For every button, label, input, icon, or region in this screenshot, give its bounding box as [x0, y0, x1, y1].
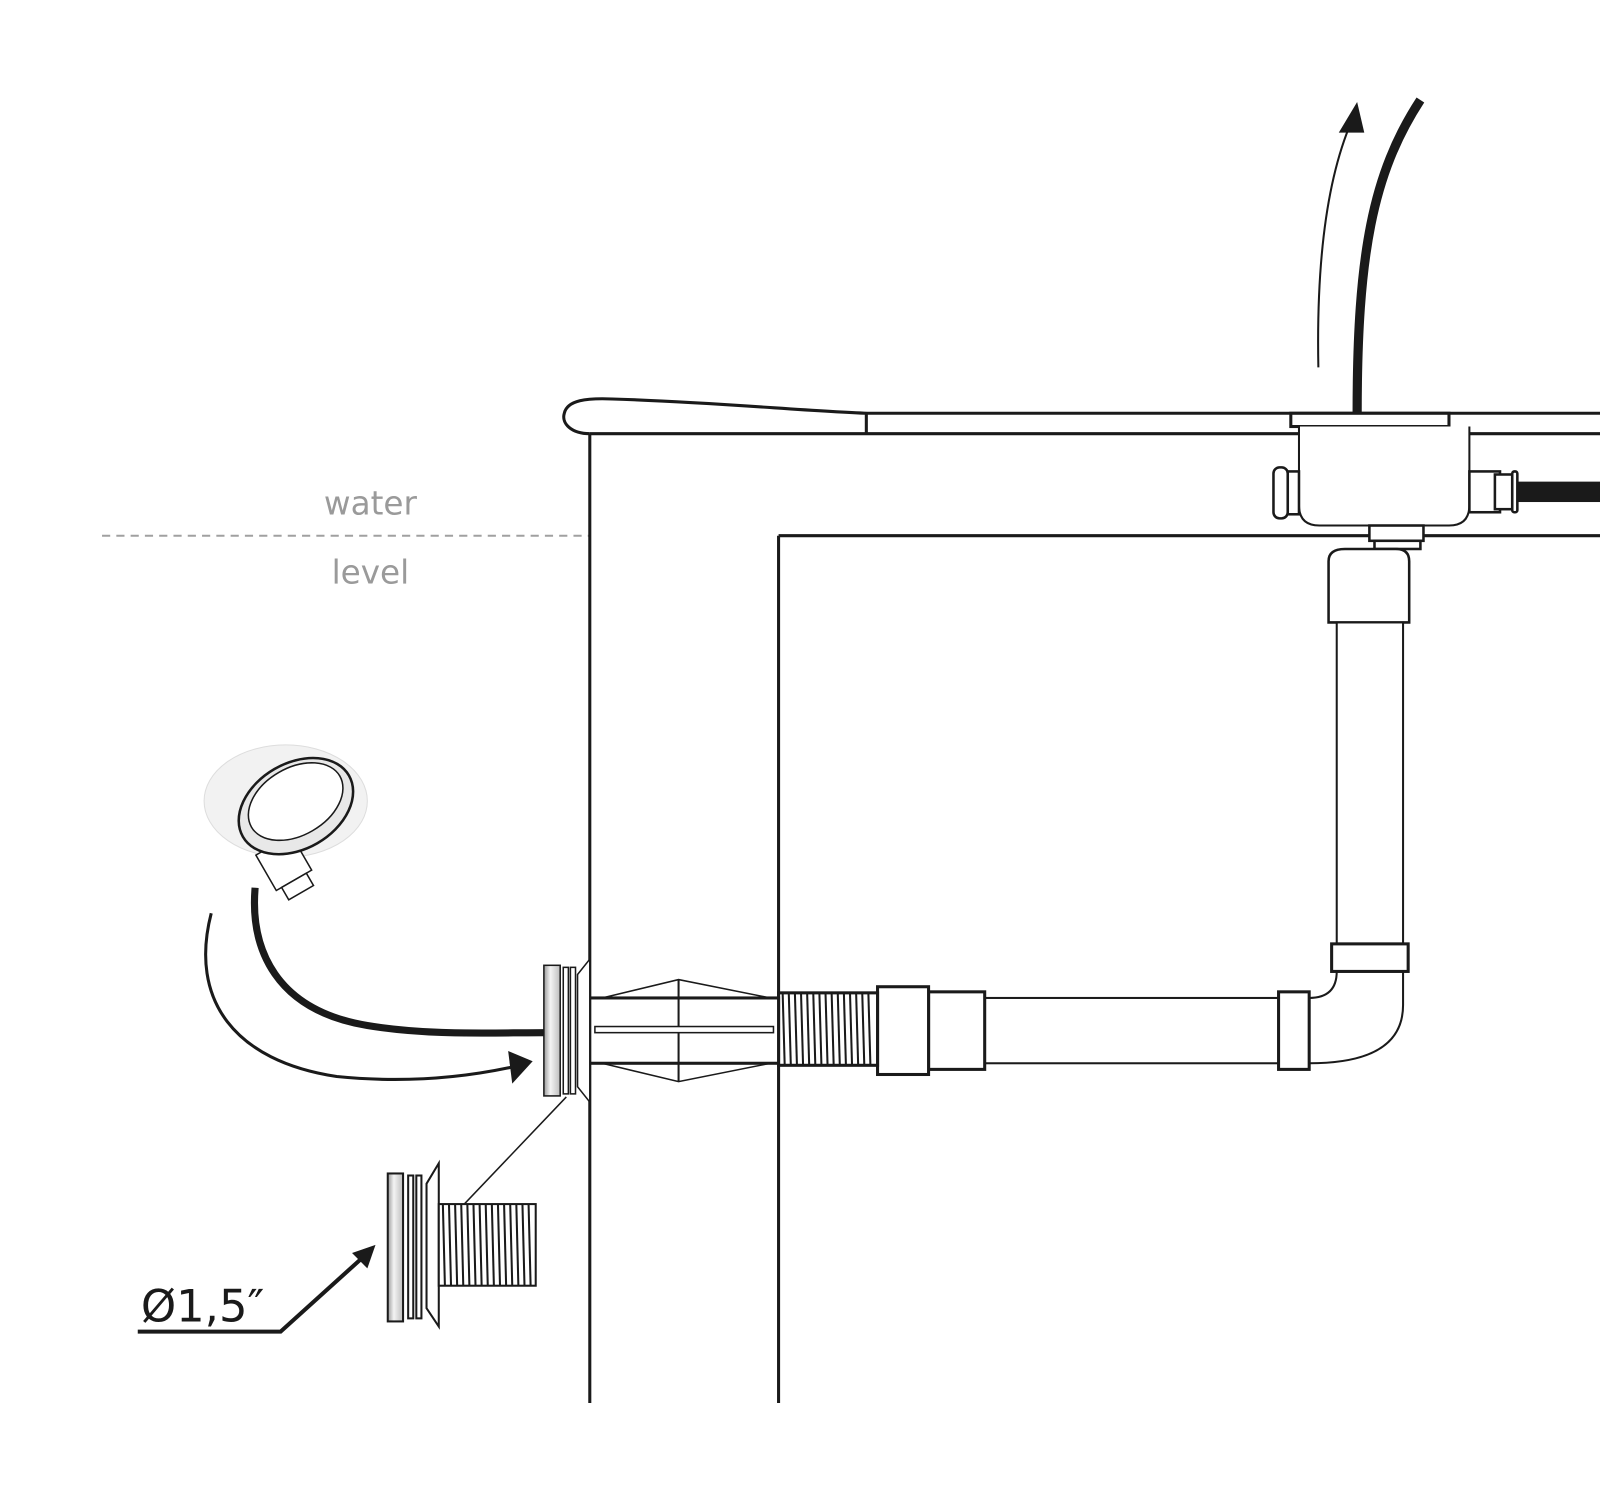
thread-line [521, 1204, 526, 1286]
light-cable [250, 887, 544, 1037]
elbow-coupler [1277, 990, 1311, 1071]
insertion-arrow [204, 912, 521, 1081]
bathtub [562, 397, 1600, 1404]
level-label: level [332, 554, 410, 592]
thread-lines [781, 992, 872, 1066]
tub-rim [562, 397, 1600, 436]
outflow-arrow [1317, 102, 1365, 368]
pipe-collar-2 [927, 990, 987, 1071]
jet-flange [576, 957, 591, 1105]
thread-line [454, 1204, 459, 1286]
thread-line [818, 992, 823, 1066]
box-neck [1368, 524, 1425, 543]
jet-clip-bottom [601, 1062, 771, 1083]
thread-line [861, 992, 866, 1066]
thread-line [855, 992, 860, 1066]
light-fixture [203, 744, 544, 1084]
thread-line [503, 1204, 508, 1286]
thread-line [484, 1204, 489, 1286]
control-box [1272, 97, 1600, 624]
thread-line [447, 1204, 453, 1286]
jet-slot [594, 1025, 775, 1034]
thread-line [830, 992, 835, 1066]
thread-line [490, 1204, 495, 1286]
diameter-leader [137, 1253, 367, 1334]
diameter-callout: Ø1,5″ [137, 1244, 376, 1334]
thread-line [466, 1204, 471, 1286]
thread-line [842, 992, 847, 1066]
pipe-collar [1330, 942, 1410, 973]
pipe-system [777, 621, 1410, 1077]
thread-line [515, 1204, 520, 1286]
detail-leader-line [463, 1096, 567, 1205]
thread-line [787, 992, 792, 1066]
water-label: water [324, 484, 418, 522]
jet-detail [386, 1096, 567, 1330]
thread-line [793, 992, 798, 1066]
pipe-collar-1 [876, 985, 931, 1077]
air-hose-up [1352, 97, 1425, 414]
thread-line [806, 992, 811, 1066]
thread-line [472, 1204, 477, 1286]
box-body [1297, 426, 1471, 527]
horizontal-pipe [983, 996, 1282, 1065]
jet-body [543, 957, 781, 1105]
detail-flange [425, 1159, 440, 1330]
detail-plate [386, 1172, 405, 1323]
thread-line [478, 1204, 483, 1286]
thread-line [867, 992, 872, 1066]
diameter-label: Ø1,5″ [141, 1279, 264, 1332]
thread-line [824, 992, 829, 1066]
water-level-indicator: water level [102, 484, 590, 592]
thread-line [812, 992, 817, 1066]
pipe-elbow [1308, 970, 1405, 1065]
thread-line [509, 1204, 514, 1286]
box-flange [1289, 411, 1451, 429]
thread-line [800, 992, 805, 1066]
air-hose-right [1517, 481, 1600, 503]
diameter-arrowhead [352, 1244, 376, 1269]
thread-line [460, 1204, 465, 1286]
pipe-cup [1327, 547, 1411, 624]
thread-line [848, 992, 854, 1066]
vertical-pipe [1335, 621, 1405, 948]
jet-clip-top [601, 978, 771, 999]
thread-line [781, 992, 786, 1066]
thread-line [441, 1204, 446, 1286]
jet-front-plate [543, 964, 561, 1097]
thread-line [527, 1204, 532, 1286]
thread-line [496, 1204, 502, 1286]
box-knob [1272, 466, 1290, 520]
thread-line [836, 992, 841, 1066]
